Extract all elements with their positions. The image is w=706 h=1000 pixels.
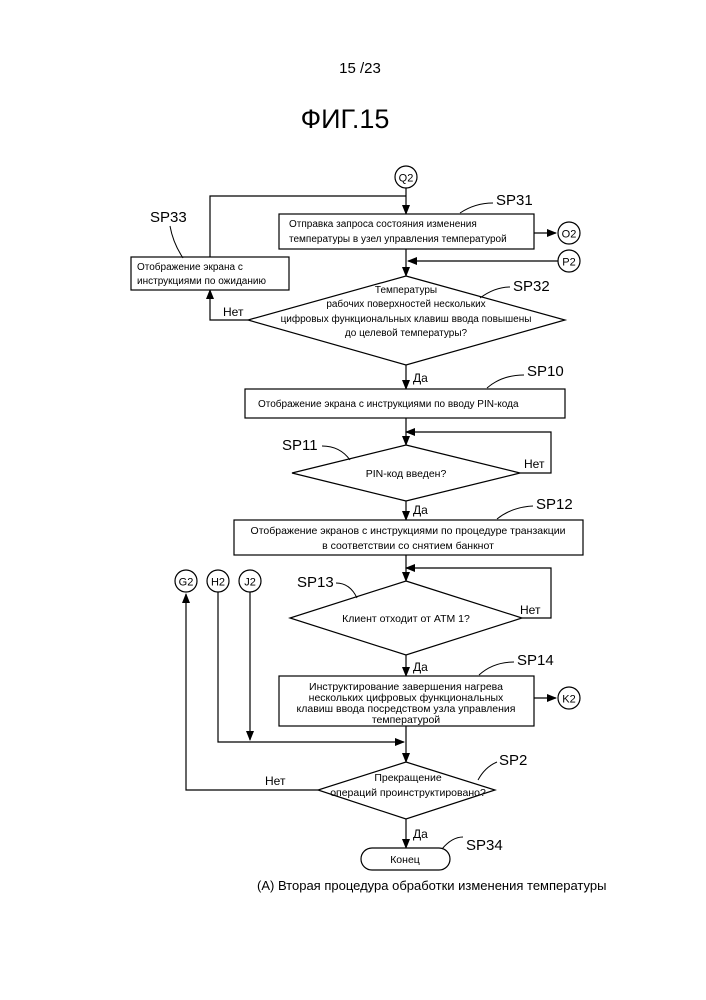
connector-h2: H2: [207, 570, 229, 592]
connector-q2: Q2: [395, 166, 417, 188]
step-sp2-decision: Прекращение операций проинструктировано?: [318, 762, 495, 819]
svg-text:температуры в узел управления: температуры в узел управления температур…: [289, 234, 507, 245]
step-sp34-end: Конец: [361, 848, 450, 870]
svg-text:инструкциями по ожиданию: инструкциями по ожиданию: [137, 276, 266, 287]
svg-text:SP13: SP13: [297, 574, 334, 591]
svg-text:Температуры: Температуры: [375, 285, 437, 296]
svg-text:Конец: Конец: [390, 854, 420, 866]
svg-text:SP12: SP12: [536, 496, 573, 513]
svg-text:SP14: SP14: [517, 652, 554, 669]
svg-text:SP31: SP31: [496, 192, 533, 209]
label-sp13: SP13: [297, 574, 357, 598]
label-sp31: SP31: [460, 192, 533, 213]
connector-o2: O2: [558, 222, 580, 244]
label-sp11: SP11: [282, 437, 350, 460]
figure-caption: (A) Вторая процедура обработки изменения…: [257, 878, 606, 893]
connector-g2: G2: [175, 570, 197, 592]
svg-text:O2: O2: [562, 229, 577, 241]
branch-sp32-no: Нет: [223, 305, 244, 319]
label-sp12: SP12: [497, 496, 573, 519]
connector-j2: J2: [239, 570, 261, 592]
label-sp34: SP34: [442, 837, 503, 854]
svg-text:Клиент отходит от ATM 1?: Клиент отходит от ATM 1?: [342, 613, 470, 625]
svg-text:Отображение экранов с инструкц: Отображение экранов с инструкциями по пр…: [251, 525, 566, 537]
svg-text:SP32: SP32: [513, 278, 550, 295]
step-sp31-box: Отправка запроса состояния изменения тем…: [279, 214, 534, 249]
svg-text:рабочих поверхностей нескольки: рабочих поверхностей нескольких: [326, 298, 485, 310]
branch-sp13-yes: Да: [413, 660, 428, 674]
svg-text:P2: P2: [562, 257, 575, 269]
svg-text:Отправка запроса состояния изм: Отправка запроса состояния изменения: [289, 219, 477, 230]
step-sp12-box: Отображение экранов с инструкциями по пр…: [234, 520, 583, 555]
branch-sp2-no: Нет: [265, 774, 286, 788]
svg-text:цифровых функциональных клавиш: цифровых функциональных клавиш ввода пов…: [281, 313, 532, 325]
step-sp10-box: Отображение экрана с инструкциями по вво…: [245, 389, 565, 418]
step-sp11-decision: PIN-код введен?: [292, 445, 520, 501]
label-sp10: SP10: [487, 363, 564, 388]
svg-text:K2: K2: [562, 694, 575, 706]
connector-p2: P2: [558, 250, 580, 272]
svg-text:SP10: SP10: [527, 363, 564, 380]
svg-text:Q2: Q2: [399, 173, 414, 185]
branch-sp11-yes: Да: [413, 503, 428, 517]
branch-sp11-no: Нет: [524, 457, 545, 471]
label-sp33: SP33: [150, 209, 187, 258]
svg-text:J2: J2: [244, 577, 256, 589]
branch-sp2-yes: Да: [413, 827, 428, 841]
svg-text:до целевой температуры?: до целевой температуры?: [345, 328, 468, 339]
svg-text:SP34: SP34: [466, 837, 503, 854]
branch-sp13-no: Нет: [520, 603, 541, 617]
svg-text:SP2: SP2: [499, 752, 527, 769]
label-sp14: SP14: [479, 652, 554, 675]
svg-text:в соответствии со снятием банк: в соответствии со снятием банкнот: [322, 540, 494, 552]
label-sp32: SP32: [480, 278, 550, 298]
connector-k2: K2: [558, 687, 580, 709]
svg-text:H2: H2: [211, 577, 225, 589]
svg-text:PIN-код введен?: PIN-код введен?: [366, 468, 447, 480]
step-sp13-decision: Клиент отходит от ATM 1?: [290, 581, 522, 655]
svg-text:Прекращение: Прекращение: [374, 772, 442, 784]
page-number: 15 /23: [339, 60, 381, 77]
branch-sp32-yes: Да: [413, 371, 428, 385]
svg-text:SP33: SP33: [150, 209, 187, 226]
step-sp33-box: Отображение экрана с инструкциями по ожи…: [131, 257, 289, 290]
svg-text:SP11: SP11: [282, 437, 318, 454]
label-sp2: SP2: [478, 752, 527, 780]
svg-text:Отображение экрана с: Отображение экрана с: [137, 261, 243, 273]
svg-text:температурой: температурой: [372, 714, 440, 726]
svg-text:Отображение экрана с инструкци: Отображение экрана с инструкциями по вво…: [258, 398, 519, 410]
step-sp14-box: Инструктирование завершения нагрева неск…: [279, 676, 534, 726]
svg-text:операций проинструктировано?: операций проинструктировано?: [330, 787, 486, 799]
figure-title: ФИГ.15: [301, 104, 390, 134]
svg-text:G2: G2: [179, 577, 194, 589]
